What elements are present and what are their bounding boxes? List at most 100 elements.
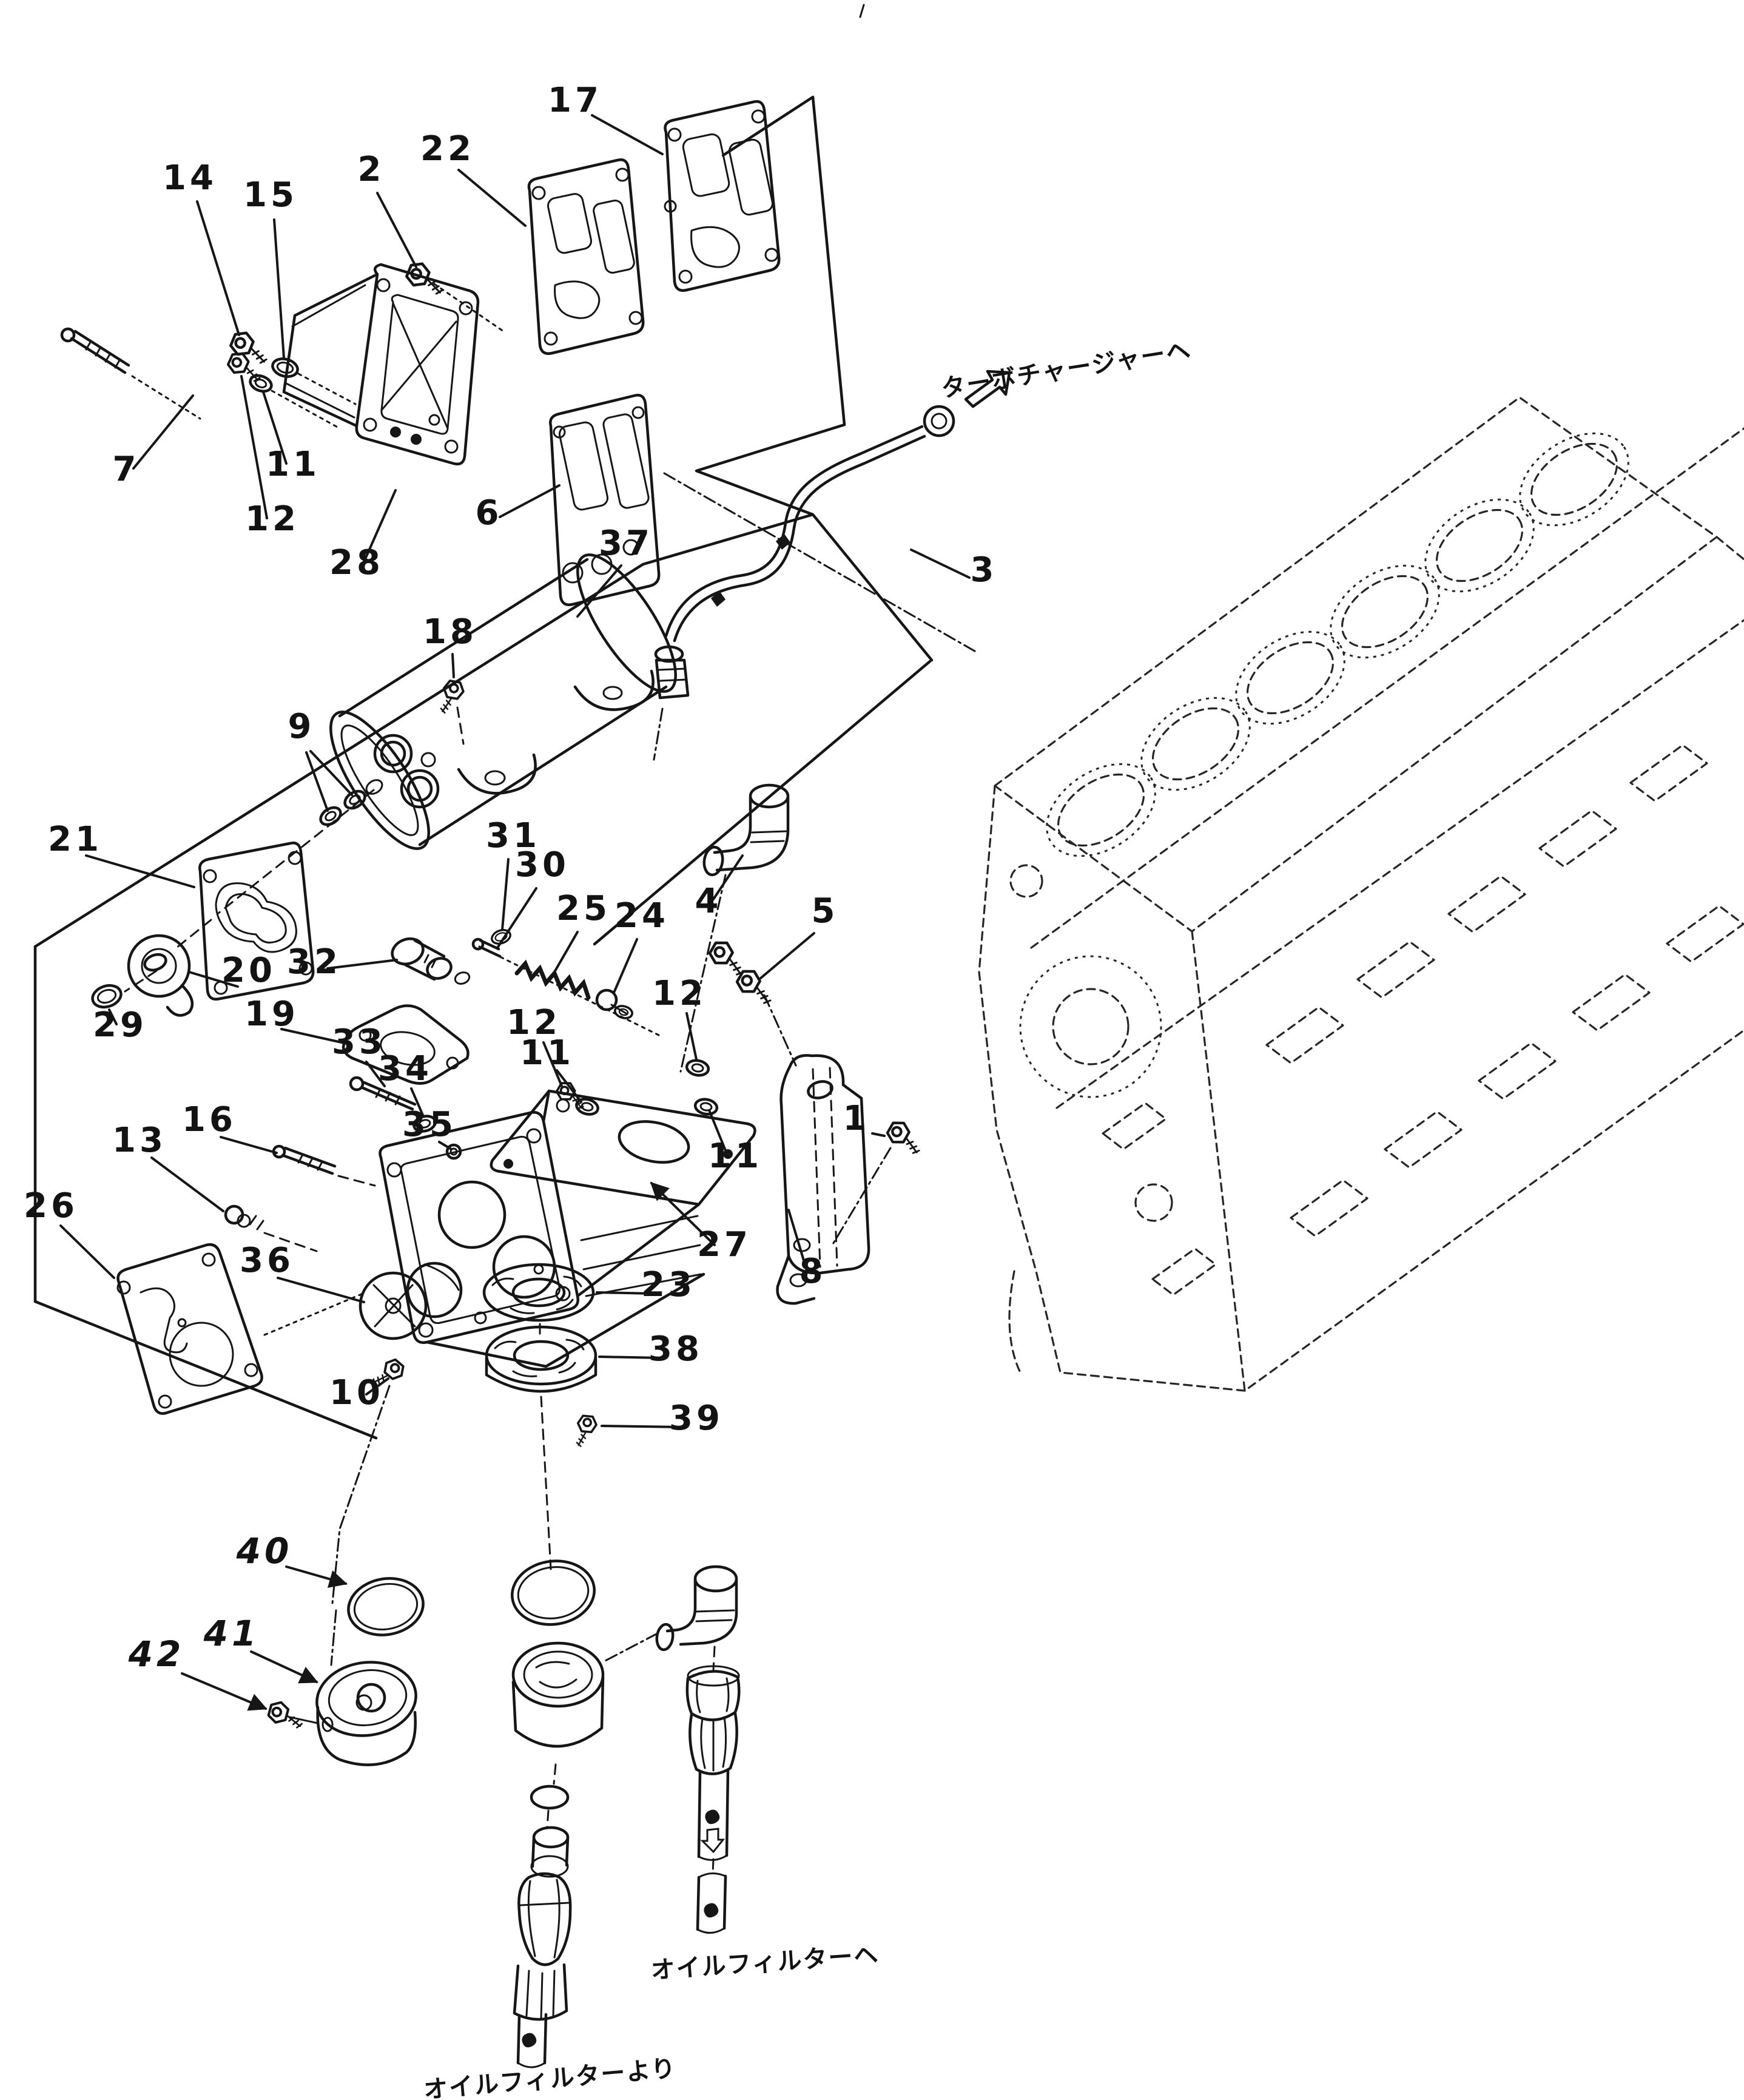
callout-leader-19	[280, 1028, 348, 1045]
callout-leader-38	[598, 1356, 662, 1359]
oil-hose-3	[653, 405, 955, 761]
callout-label-7: 7	[113, 450, 140, 489]
stud-16	[272, 1144, 376, 1187]
element-38	[485, 1325, 598, 1393]
thermostat-36	[359, 1261, 463, 1340]
mating-axis	[663, 472, 979, 654]
callout-leader-11c	[556, 1069, 582, 1103]
filter-seat-cup	[511, 1641, 605, 1785]
callout-leader-32	[326, 959, 398, 970]
bolt-12-washer-11	[226, 350, 341, 430]
turbo-arrow-icon	[964, 370, 1011, 408]
callout-label-31: 31	[486, 816, 540, 856]
callout-label-15: 15	[243, 175, 298, 215]
callout-leader-10	[365, 1377, 389, 1396]
hose-clip	[776, 534, 790, 550]
callout-label-19: 19	[244, 994, 299, 1034]
callout-leader-37	[576, 564, 622, 618]
bolt-39	[574, 1414, 598, 1449]
stud-7	[60, 327, 201, 420]
callout-leader-26	[59, 1224, 115, 1279]
callout-leader-42	[181, 1672, 268, 1711]
scan-mark	[859, 4, 865, 18]
callout-label-37: 37	[599, 524, 653, 563]
construction-lines	[33, 95, 934, 1440]
bolt-1	[831, 1118, 928, 1246]
callout-label-30: 30	[515, 845, 570, 885]
callout-leader-7	[132, 394, 194, 470]
callout-leader-3	[910, 549, 971, 579]
callout-leader-17	[591, 114, 664, 155]
gasket-26	[116, 1243, 364, 1415]
callout-leader-40	[285, 1565, 348, 1589]
callout-leader-25	[553, 931, 579, 973]
callout-leader-4	[712, 854, 744, 900]
callout-leader-41	[250, 1650, 318, 1684]
callout-label-8: 8	[800, 1252, 827, 1291]
callout-leader-34	[410, 1087, 425, 1118]
callout-label-1: 1	[843, 1099, 870, 1138]
callout-leader-22	[457, 169, 527, 227]
callout-leader-12c	[685, 1012, 698, 1061]
callout-label-12a: 12	[245, 499, 300, 539]
callout-label-28: 28	[329, 543, 384, 582]
callout-leader-28	[363, 489, 397, 563]
annotation-to-oil-filter: オイルフィルターヘ	[650, 1941, 880, 1985]
callout-leader-11a	[262, 391, 288, 465]
gasket-19	[342, 1004, 470, 1085]
callout-leader-9	[305, 751, 329, 812]
gasket-22	[527, 158, 645, 355]
callout-label-14: 14	[163, 158, 217, 198]
gasket-21	[198, 842, 315, 1001]
callout-leader-20	[188, 971, 239, 988]
callout-label-34: 34	[378, 1049, 433, 1089]
callout-leader-12b	[542, 1041, 563, 1087]
o-ring-small	[530, 1784, 570, 1829]
callout-leader-6	[499, 484, 561, 518]
callout-label-26: 26	[24, 1186, 78, 1226]
annotation-to-turbocharger: ターボチャージャーヘ	[940, 336, 1194, 403]
callout-label-11b: 11	[708, 1136, 763, 1176]
callout-label-20: 20	[221, 951, 276, 990]
callout-label-2: 2	[358, 150, 385, 189]
callout-label-5: 5	[812, 891, 839, 931]
gasket-6	[549, 394, 661, 606]
callout-label-4: 4	[695, 882, 722, 921]
callout-label-12b: 12	[507, 1003, 561, 1042]
inlet-connector	[513, 1826, 572, 2068]
callout-label-9: 9	[288, 707, 315, 746]
callout-leader-12a	[240, 375, 268, 519]
o-ring-35	[445, 1143, 462, 1160]
callout-leader-21	[85, 854, 195, 888]
sensor-13	[224, 1204, 318, 1252]
callout-label-22: 22	[420, 129, 475, 169]
callout-label-38: 38	[648, 1329, 703, 1369]
callout-leader-29	[108, 1008, 118, 1025]
oil-cooler-cover-28	[282, 263, 480, 465]
callout-label-35: 35	[402, 1105, 457, 1144]
stud-33	[349, 1076, 417, 1111]
callout-leader-35	[438, 1141, 453, 1150]
callout-label-11a: 11	[266, 445, 320, 484]
o-ring-40	[347, 1577, 425, 1636]
callout-leader-8	[787, 1209, 808, 1272]
oil-cooler-37	[329, 553, 677, 850]
callout-label-13: 13	[112, 1121, 167, 1160]
callout-label-18: 18	[423, 612, 477, 652]
elbow-fitting-4	[679, 783, 790, 1073]
callout-leader-2	[376, 192, 417, 268]
cap-41	[315, 1609, 417, 1766]
valve-24	[595, 988, 635, 1021]
hose-to-oil-filter	[685, 1665, 741, 1934]
callout-leader-13	[150, 1156, 224, 1212]
callout-leader-30	[496, 887, 537, 949]
callout-leader-31	[501, 858, 510, 931]
callout-label-33: 33	[332, 1022, 386, 1062]
callout-leader-11b	[709, 1110, 729, 1158]
bracket-8	[776, 1054, 870, 1305]
callout-label-16: 16	[182, 1100, 237, 1139]
callout-leader-33	[365, 1061, 386, 1087]
callout-label-24: 24	[614, 896, 669, 936]
